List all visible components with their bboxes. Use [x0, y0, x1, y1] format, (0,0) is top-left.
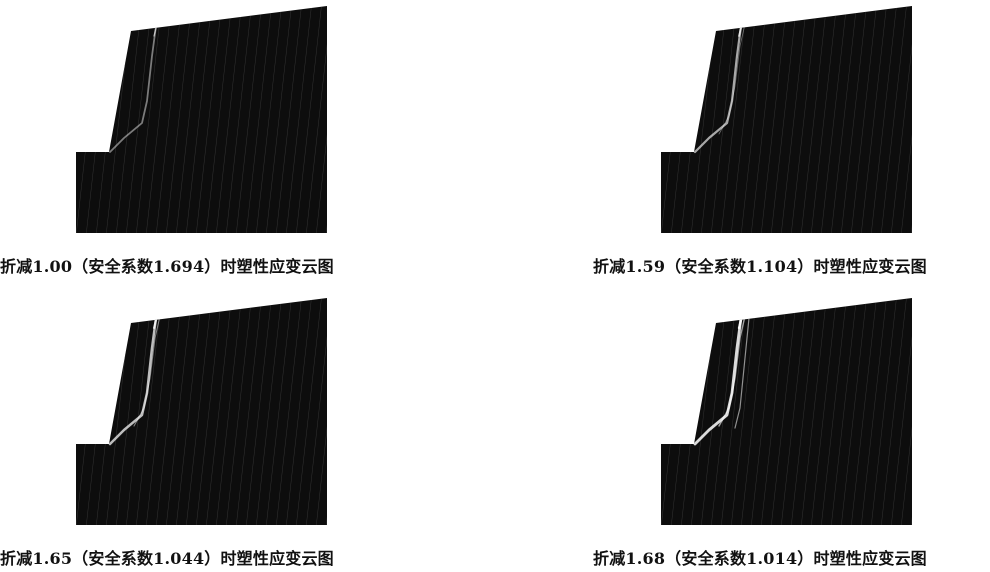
slope-body: [661, 6, 912, 233]
panel-4: 折减1.68（安全系数1.014）时塑性应变云图: [585, 292, 990, 572]
slope-model: [661, 6, 912, 233]
slope-body: [661, 298, 912, 525]
slope-model: [76, 6, 327, 233]
plastic-strain-contour-3: [76, 298, 327, 525]
caption-1: 折减1.00（安全系数1.694）时塑性应变云图: [0, 257, 334, 276]
slope-model: [661, 298, 912, 525]
mesh-lines: [76, 6, 327, 233]
plastic-strain-contour-4: [661, 298, 912, 525]
slope-body: [76, 6, 327, 233]
panel-3: 折减1.65（安全系数1.044）时塑性应变云图: [0, 292, 420, 572]
panel-1: 折减1.00（安全系数1.694）时塑性应变云图: [0, 0, 420, 280]
mesh-lines: [76, 298, 327, 525]
slope-model: [76, 298, 327, 525]
caption-4: 折减1.68（安全系数1.014）时塑性应变云图: [593, 549, 927, 568]
slope-body: [76, 298, 327, 525]
plastic-strain-contour-2: [661, 6, 912, 233]
plastic-strain-contour-1: [76, 6, 327, 233]
caption-3: 折减1.65（安全系数1.044）时塑性应变云图: [0, 549, 334, 568]
panel-2: 折减1.59（安全系数1.104）时塑性应变云图: [585, 0, 990, 280]
caption-2: 折减1.59（安全系数1.104）时塑性应变云图: [593, 257, 927, 276]
